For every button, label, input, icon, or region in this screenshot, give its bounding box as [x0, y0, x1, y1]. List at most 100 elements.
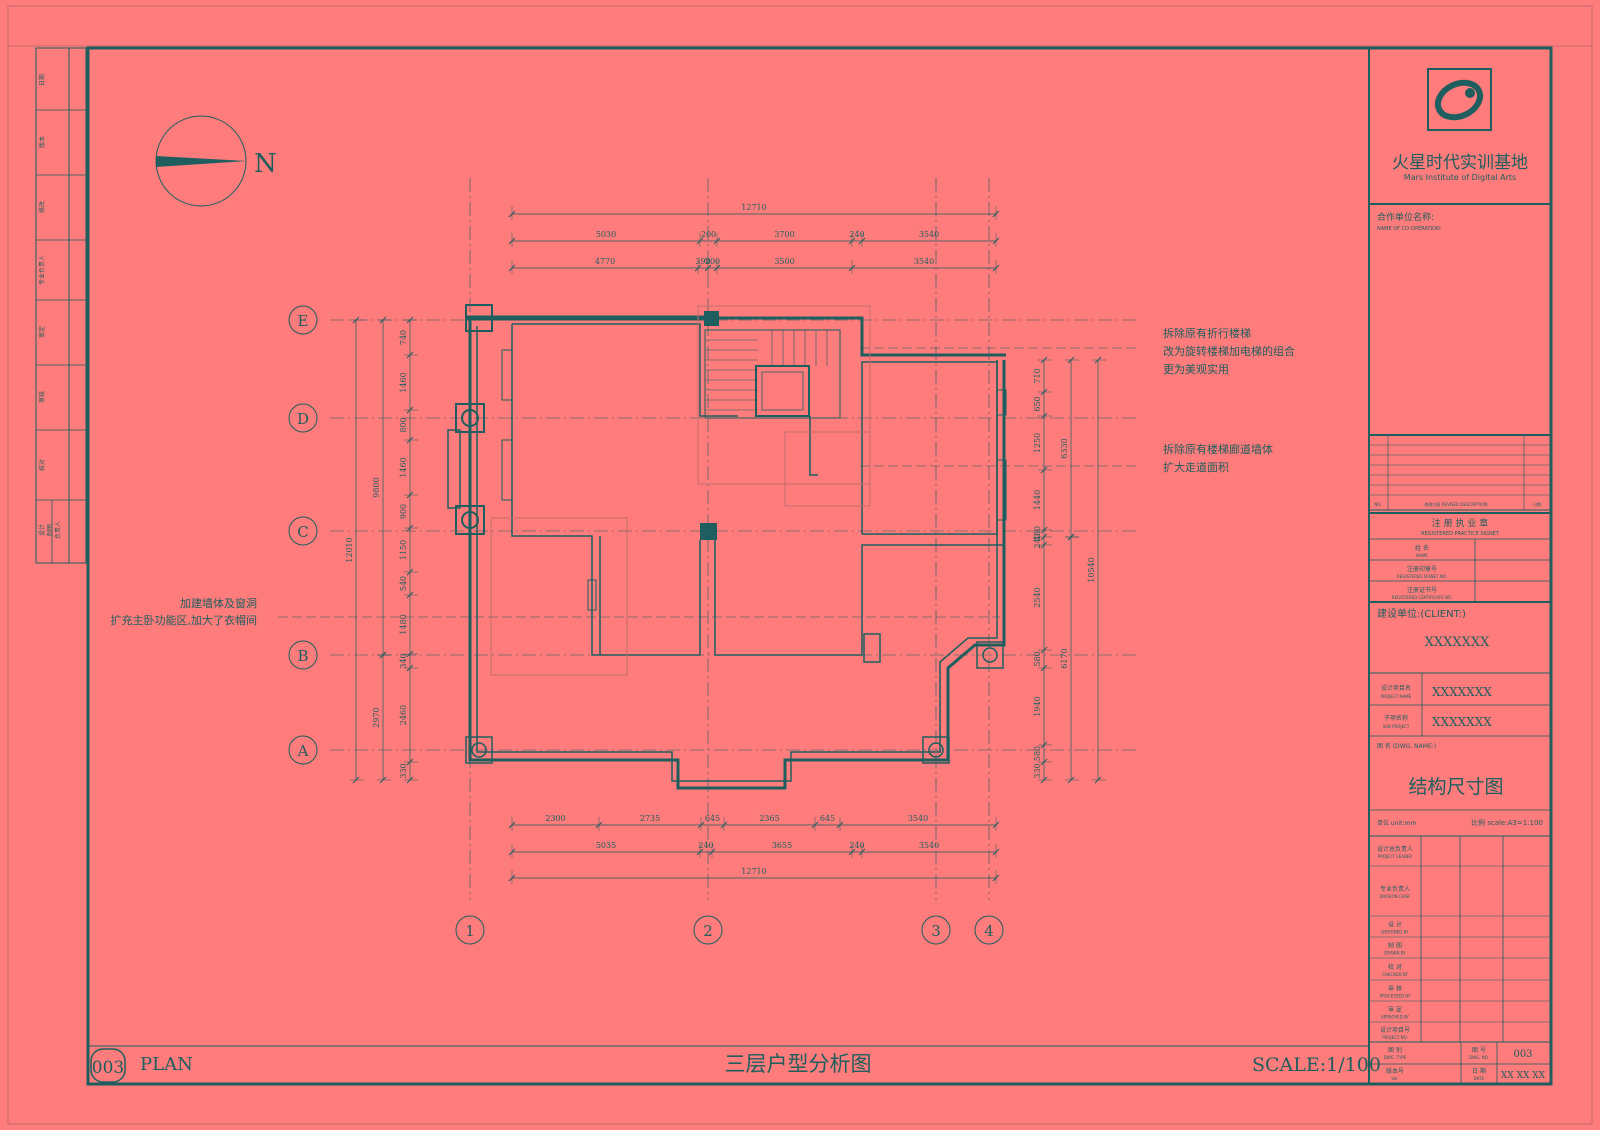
- dwg-no-en: DWG. NO.: [1469, 1055, 1489, 1060]
- grid-label-col: 2: [703, 922, 713, 940]
- dim-right-seg-label: 480: [1033, 526, 1042, 541]
- role-label-en: DESIGNED BY: [1381, 930, 1409, 935]
- role-label-en: PROCESSED BY: [1380, 994, 1411, 999]
- wall-inner-north: [512, 323, 738, 417]
- dim-top-row1-label: 5030: [596, 230, 616, 239]
- dim-top-row1-label: 3700: [774, 230, 794, 239]
- company-logo-frame: [1427, 68, 1492, 131]
- reg-name-en: NAME: [1416, 553, 1428, 558]
- side-strip-label: 修改: [38, 201, 46, 213]
- dwg-no-value: 003: [1513, 1049, 1532, 1060]
- dim-right-seg-label: 330: [1033, 763, 1042, 778]
- column-round: [471, 742, 487, 758]
- dim-left-seg-label: 1480: [399, 614, 408, 634]
- dim-bottom-row1-label: 2735: [640, 814, 660, 823]
- dwg-name-label: 图 名 (DWG. NAME:): [1377, 742, 1436, 750]
- wall-inner-bedroom: [511, 324, 701, 656]
- grid-bubble-col: [921, 915, 951, 945]
- role-label-en: APPROVED BY: [1381, 1015, 1410, 1020]
- grid-label-row: D: [297, 410, 309, 428]
- company-name-en: Mars Institute of Digital Arts: [1404, 173, 1516, 182]
- stair-demolition-zone: [697, 305, 871, 485]
- grid-label-col: 4: [984, 922, 994, 940]
- annotation-left-line-2: 扩充主卧功能区,加大了衣帽间: [111, 613, 258, 627]
- dim-left-overall-label: 12010: [345, 537, 354, 562]
- grid-bubble-row: [288, 516, 318, 546]
- column-round: [922, 736, 950, 764]
- role-label-en: PROJECT LEADER: [1378, 854, 1413, 859]
- outer-frame: [7, 5, 1593, 1125]
- dim-left-seg-label: 900: [399, 504, 408, 519]
- column-corner: [465, 304, 493, 332]
- grid-bubble-row: [288, 735, 318, 765]
- side-strip-label: 版本: [38, 136, 46, 148]
- role-label-en: DRAWN BY: [1384, 951, 1406, 956]
- stair-outline: [704, 329, 841, 419]
- dim-left-lower-label: 2970: [372, 707, 381, 727]
- role-label-en: PROJECT NO.: [1382, 1035, 1408, 1040]
- dim-right-seg-label: 1940: [1033, 696, 1042, 716]
- dim-bottom-row1-label: 645: [820, 814, 835, 823]
- dim-bottom-row1-label: 2300: [545, 814, 565, 823]
- dim-top-row2-label: 3540: [914, 257, 934, 266]
- project-label: 设计项目名: [1381, 684, 1411, 692]
- project-value: XXXXXXX: [1432, 685, 1492, 699]
- column-round: [982, 647, 998, 663]
- dim-right-seg-label: 1440: [1033, 490, 1042, 510]
- dim-top-row2-label: 4770: [595, 257, 615, 266]
- dim-top-row2-label: 390: [695, 257, 710, 266]
- company-logo-dot-icon: [1465, 88, 1475, 98]
- grid-bubble-row: [288, 305, 318, 335]
- dim-right-upper-label: 6330: [1060, 438, 1069, 458]
- wall-outer-inner: [476, 326, 998, 782]
- client-value: XXXXXXX: [1425, 635, 1491, 650]
- dim-left-seg-label: 2460: [399, 705, 408, 725]
- dim-left-seg-label: 540: [399, 576, 408, 591]
- annotation-corridor-line-2: 扩大走道面积: [1163, 460, 1229, 474]
- role-label-en: CHECKED BY: [1382, 972, 1408, 977]
- north-arrow-icon: [156, 156, 247, 167]
- grid-bubble-row: [288, 403, 318, 433]
- dim-bottom-row2-label: 5035: [596, 841, 616, 850]
- window: [587, 579, 597, 611]
- rev-header-desc: 修改内容 REVISED DESCRIPTION: [1425, 501, 1488, 507]
- dim-right-overall-label: 10540: [1087, 557, 1096, 582]
- role-label-cn: 制 图: [1388, 942, 1402, 950]
- date-value: XX XX XX: [1501, 1071, 1546, 1081]
- dwg-info-block: 图 别 DWG. TYPE 图 号 DWG. NO. 003 版本号 Ver. …: [1369, 1041, 1551, 1084]
- dim-bottom-row1-label: 645: [705, 814, 720, 823]
- grid-label-col: 3: [931, 922, 941, 940]
- wall-outer: [468, 318, 1006, 790]
- dim-left-seg-label: 1460: [399, 457, 408, 477]
- dim-left-seg-label: 800: [399, 417, 408, 432]
- coop-label-en: NAME OF CO-OPERATION:: [1377, 226, 1442, 232]
- wall-north-east: [708, 316, 1006, 357]
- dwg-no-cn: 图 号: [1472, 1047, 1486, 1054]
- elevator-car: [761, 371, 804, 411]
- dim-top-row1-label: 200: [701, 230, 716, 239]
- side-strip-label: 负责人: [54, 521, 62, 539]
- dim-top-row1-label: 3540: [919, 230, 939, 239]
- title-block: 火星时代实训基地 Mars Institute of Digital Arts …: [1369, 68, 1551, 1084]
- main-frame: [86, 46, 1553, 1086]
- reg-name-cn: 姓 名: [1415, 544, 1429, 552]
- scale-label: 比例 scale:A3=1:100: [1471, 818, 1543, 827]
- dim-right-seg-label: 710: [1033, 368, 1042, 383]
- window: [501, 439, 513, 501]
- window: [996, 389, 1007, 416]
- side-strip-label: 审定: [38, 326, 46, 338]
- column-round: [461, 409, 479, 427]
- dim-bottom-row1-label: 3540: [908, 814, 928, 823]
- annotation-corridor: 拆除原有楼梯廊道墙体 扩大走道面积: [1163, 442, 1273, 474]
- north-compass: N: [155, 115, 277, 207]
- dim-right-seg-label: 580: [1033, 651, 1042, 666]
- role-label-cn: 设 计: [1388, 921, 1402, 929]
- annotation-stair-line-3: 更为美观实用: [1163, 362, 1229, 376]
- grid-bubble-col: [455, 915, 485, 945]
- grid-label-row: B: [297, 647, 308, 665]
- side-strip-label: 日期: [38, 74, 46, 86]
- dim-left-seg-label: 1460: [399, 372, 408, 392]
- dim-left-seg-label: 330: [399, 763, 408, 778]
- reg-cert-en: REGISTERED CERTIFICATE NO.: [1392, 595, 1452, 600]
